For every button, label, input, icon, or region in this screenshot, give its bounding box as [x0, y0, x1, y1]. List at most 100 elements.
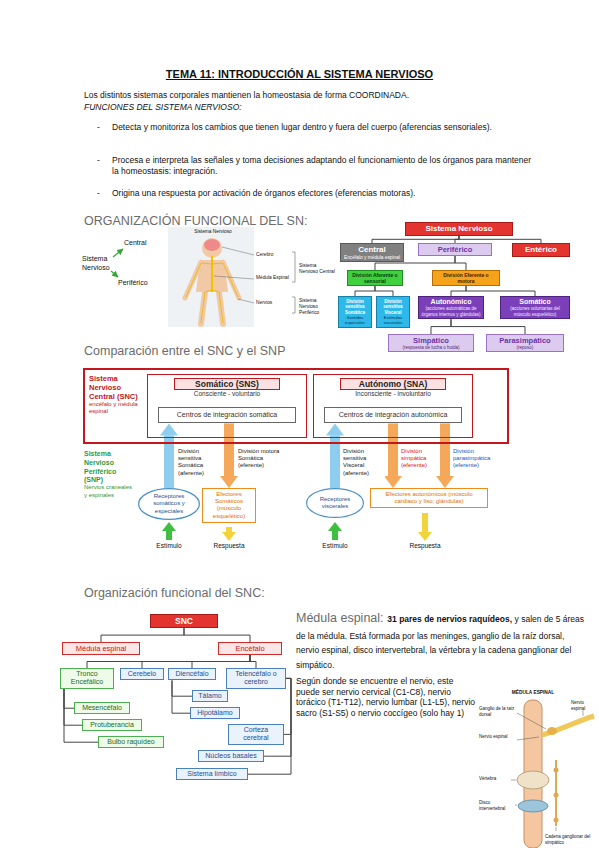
connector-line — [388, 423, 398, 476]
connector-line — [440, 423, 450, 476]
connector-line — [224, 423, 234, 476]
figure-label: Sistema Nervioso — [82, 255, 118, 273]
node-note: (respuesta de lucha o huida) — [391, 345, 471, 350]
connector-line — [355, 286, 375, 296]
spinal-cord-illustration — [511, 700, 594, 848]
node-label: Bulbo raquídeo — [101, 738, 161, 746]
tree-connector — [101, 628, 184, 642]
category-box: Periférico — [418, 243, 492, 256]
bullet-text: Detecta y monitoriza los cambios que tie… — [112, 122, 532, 133]
brain-part-box: Núcleos basales — [198, 750, 264, 762]
edge-label: División sensitiva Somática (aferente) — [178, 448, 218, 477]
node-label: Diencéfalo — [171, 670, 213, 678]
division-box: División Aferente o sensorial — [347, 270, 403, 286]
bullet-dash: - — [97, 122, 105, 133]
connector-line — [172, 680, 192, 696]
side-label: Nervios craneales y espinales — [84, 484, 134, 499]
category-box: CentralEncéfalo y médula espinal — [340, 243, 404, 262]
connector-line — [372, 236, 459, 243]
figure-label: Sistema Nervioso — [186, 229, 240, 235]
figure-label: Médula Espinal — [256, 275, 292, 281]
node-note: Inconsciente - involuntario — [318, 390, 468, 398]
response-label: Respuesta — [204, 542, 254, 550]
brain-part-box: Hipotálamo — [190, 707, 240, 719]
tree-connector — [455, 256, 466, 270]
node-label: Núcleos basales — [201, 752, 261, 760]
receptor-oval: Receptores viscerales — [306, 488, 364, 518]
node-label: Entérico — [515, 245, 567, 255]
tree-connector — [451, 286, 466, 296]
edge-label: División motora Somática (eferente) — [238, 448, 282, 470]
brain-part-box: Tronco Encefálico — [60, 668, 114, 689]
node-label: División Eferente o motora — [435, 272, 497, 284]
node-label: Autónomo (SNA) — [340, 378, 446, 390]
pathway-arrow — [384, 423, 402, 488]
tree-connector — [64, 689, 74, 708]
brain-part-box: Protuberancia — [82, 719, 142, 731]
subsystem-box: Somático (SNS)Consciente - voluntarioCen… — [147, 374, 307, 438]
tree-connector — [431, 319, 451, 334]
connector-line — [466, 286, 535, 296]
header-box: Entérico — [512, 243, 570, 257]
bullet-text: Procesa e interpreta las señales y toma … — [112, 155, 532, 176]
node-label: Protuberancia — [85, 721, 139, 729]
tree-connector — [466, 286, 535, 296]
tree-connector — [87, 655, 250, 668]
node-note: (acciones automáticas de órganos interno… — [421, 306, 481, 317]
section-heading: Organización funcional del SNC: — [84, 586, 344, 602]
node-label: Centros de integración somática — [162, 411, 292, 419]
node-label: Sistema límbico — [179, 770, 245, 778]
node-note: (acciones voluntarias del músculo esquel… — [503, 306, 567, 317]
paragraph: Médula espinal:31 pares de nervios raquí… — [296, 610, 588, 671]
tree-connector — [172, 680, 190, 713]
connector-line — [142, 655, 250, 668]
connector-line — [184, 628, 250, 642]
division-box: División sensitiva SomáticaSentidos espe… — [338, 296, 372, 328]
node-note: Consciente - voluntario — [152, 390, 302, 398]
bullet-text: Origina una respuesta por activación de … — [112, 188, 542, 199]
node-label: Periférico — [421, 245, 489, 254]
connector-line — [451, 319, 525, 334]
connector-line — [451, 286, 466, 296]
tree-connector — [172, 680, 192, 696]
tree-connector — [192, 655, 250, 668]
node-label: Tálamo — [195, 692, 225, 700]
connector-line — [101, 628, 184, 642]
pathway-arrow — [326, 423, 344, 488]
arrowhead — [384, 476, 402, 488]
node-label: Encéfalo — [221, 644, 279, 653]
division-box: Autonómico(acciones automáticas de órgan… — [418, 296, 484, 319]
brain-part-box: Telencéfalo o cerebro — [226, 668, 286, 689]
edge-label: División parasimpática (eferente) — [453, 448, 501, 470]
node-label: Receptores viscerales — [315, 496, 355, 510]
edge-label: División sensitiva Visceral (aferente) — [343, 448, 385, 477]
effector-box: Efectores Somáticos (músculo esquelético… — [202, 488, 256, 523]
receptor-oval: Receptores somáticos y especiales — [138, 488, 200, 520]
figure-label: Periférico — [118, 279, 158, 288]
brain-part-box: Tálamo — [192, 690, 228, 702]
connector-line — [455, 256, 466, 270]
human-figure — [168, 227, 295, 327]
tree-connector — [250, 655, 256, 668]
division-box: División Eferente o motora — [432, 270, 500, 286]
node-label: División Aferente o sensorial — [350, 272, 400, 284]
connector-line — [375, 286, 393, 296]
stimulus-label: Estímulo — [315, 542, 355, 550]
node-label: Somático (SNS) — [174, 378, 280, 390]
tree-connector — [184, 628, 250, 642]
arrowhead — [160, 423, 178, 435]
figure-label: Central — [124, 239, 158, 248]
arrowhead — [436, 476, 454, 488]
bullet-dash: - — [97, 188, 105, 199]
sn-pointer-arrows — [111, 249, 123, 277]
subsystem-box: Autónomo (SNA)Inconsciente - involuntari… — [313, 374, 473, 438]
node-label: Médula espinal — [65, 644, 137, 653]
system-frame: Sistema Nervioso Central (SNC)encéfalo y… — [83, 368, 509, 444]
response-label: Respuesta — [400, 542, 450, 550]
node-label: Autonómico — [421, 298, 481, 306]
tree-connector — [375, 286, 393, 296]
page-title: TEMA 11: INTRODUCCIÓN AL SISTEMA NERVIOS… — [0, 68, 599, 80]
node-label: Efectores Somáticos (músculo esquelético… — [206, 491, 252, 520]
section-subtitle: FUNCIONES DEL SISTEMA NERVIOSO: — [84, 102, 384, 113]
branch-box: Médula espinal — [62, 642, 140, 655]
